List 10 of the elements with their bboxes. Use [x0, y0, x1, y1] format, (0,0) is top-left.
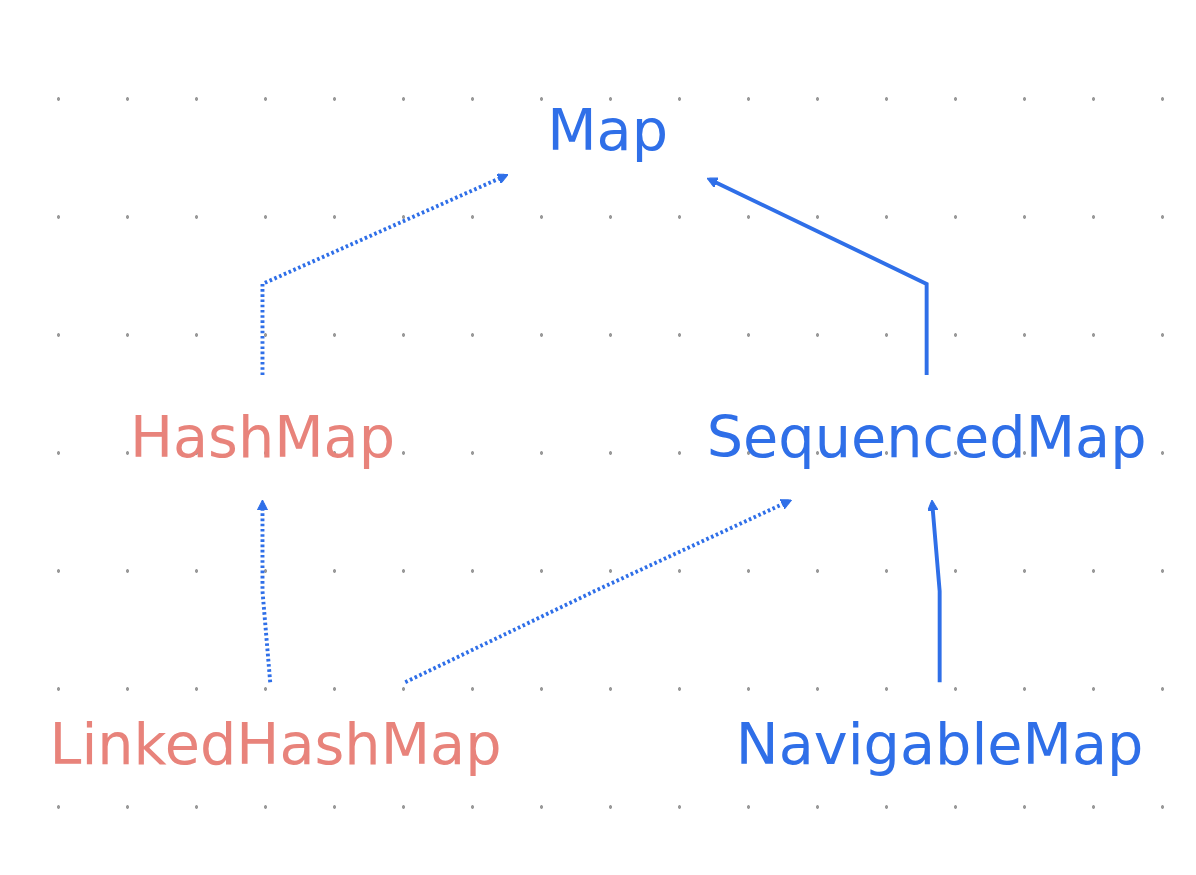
- arrow: [256, 499, 273, 683]
- node-text: NavigableMap: [735, 710, 1144, 778]
- node-text: HashMap: [129, 403, 396, 471]
- node-text: Map: [547, 96, 669, 163]
- arrow: [706, 177, 929, 375]
- node-text: SequencedMap: [706, 403, 1147, 471]
- node-text: LinkedHashMap: [49, 710, 502, 778]
- arrow: [927, 499, 942, 683]
- arrow: [404, 499, 793, 684]
- arrow: [260, 173, 509, 375]
